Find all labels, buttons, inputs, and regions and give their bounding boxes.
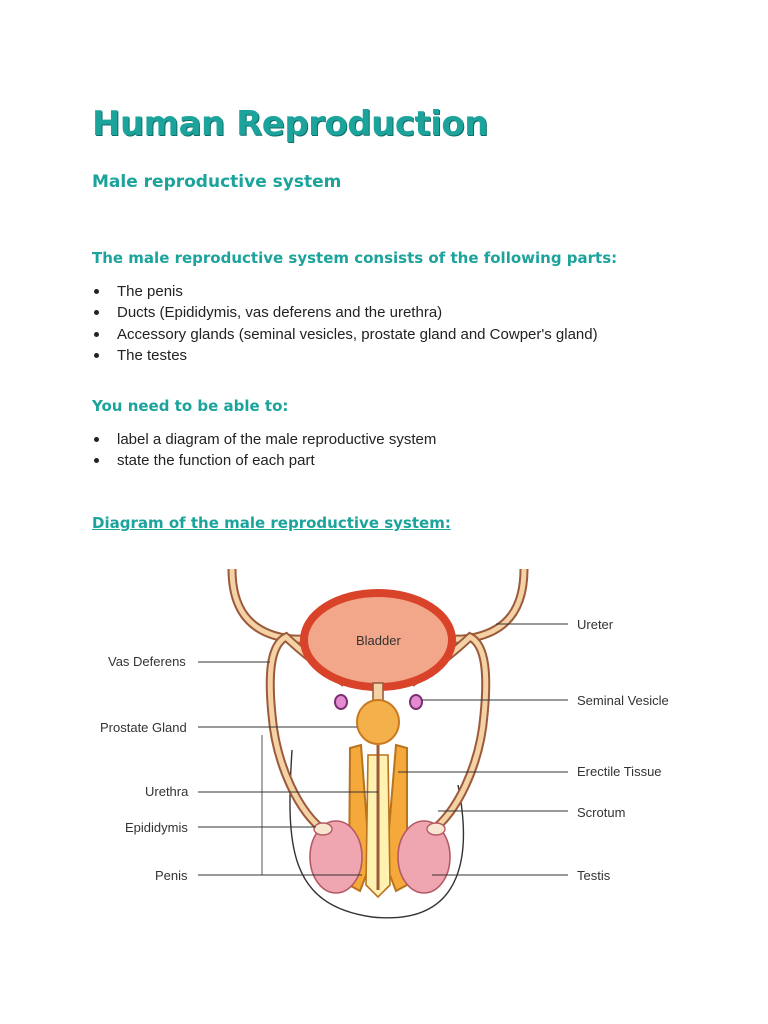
label-testis: Testis — [577, 868, 611, 883]
list-item: Accessory glands (seminal vesicles, pros… — [92, 324, 598, 345]
section-subtitle: Male reproductive system — [92, 172, 342, 192]
label-scrotum: Scrotum — [577, 805, 625, 820]
page-title: Human Reproduction — [92, 104, 488, 144]
label-epididymis: Epididymis — [125, 820, 188, 835]
epididymis-left — [313, 822, 333, 836]
epididymis-right — [426, 822, 446, 836]
label-vas-deferens: Vas Deferens — [108, 654, 186, 669]
list-item: Ducts (Epididymis, vas deferens and the … — [92, 302, 598, 323]
list-item: The testes — [92, 345, 598, 366]
seminal-vesicle-left — [334, 694, 348, 710]
label-bladder: Bladder — [356, 633, 401, 648]
label-erectile-tissue: Erectile Tissue — [577, 764, 662, 779]
skills-list: label a diagram of the male reproductive… — [92, 429, 436, 472]
male-reproductive-diagram: Bladder Vas Deferens Prostate Gland Uret… — [100, 568, 669, 919]
prostate-gland — [356, 699, 400, 745]
label-penis: Penis — [155, 868, 188, 883]
leader-lines — [198, 623, 568, 876]
list-item: state the function of each part — [92, 450, 436, 471]
parts-heading: The male reproductive system consists of… — [92, 249, 618, 267]
label-ureter: Ureter — [577, 617, 614, 632]
parts-list: The penis Ducts (Epididymis, vas deferen… — [92, 281, 598, 366]
list-item: The penis — [92, 281, 598, 302]
label-urethra: Urethra — [145, 784, 189, 799]
list-item: label a diagram of the male reproductive… — [92, 429, 436, 450]
scrotum-outline — [289, 749, 465, 919]
label-prostate-gland: Prostate Gland — [100, 720, 187, 735]
skills-heading: You need to be able to: — [92, 397, 289, 415]
seminal-vesicle-right — [409, 694, 423, 710]
label-seminal-vesicle: Seminal Vesicle — [577, 693, 669, 708]
diagram-heading: Diagram of the male reproductive system: — [92, 514, 451, 532]
